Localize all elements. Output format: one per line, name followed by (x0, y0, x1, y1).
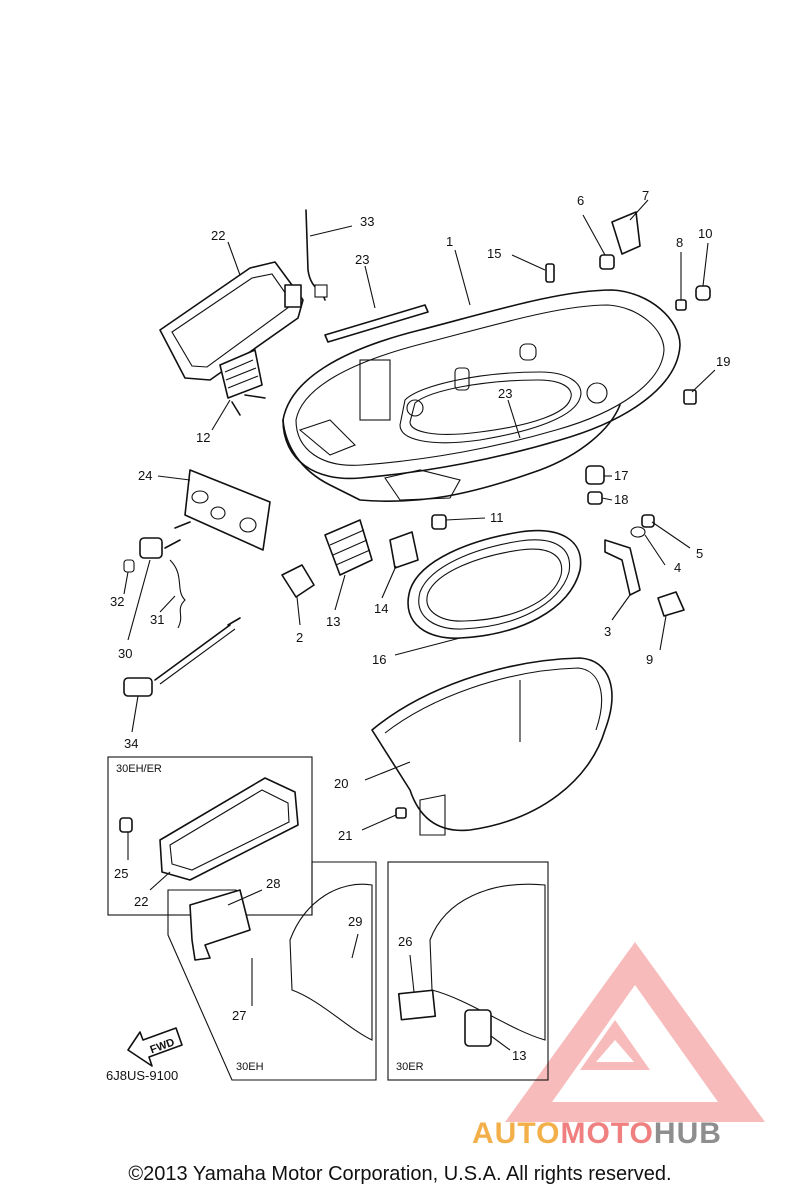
callout-24: 24 (138, 468, 152, 483)
callout-30: 30 (118, 646, 132, 661)
fwd-arrow-icon: FWD (127, 1027, 183, 1067)
brand-part-hub: HUB (653, 1117, 722, 1150)
callout-9: 9 (646, 652, 653, 667)
grommet-17 (585, 465, 605, 485)
box-title-30er: 30ER (396, 1061, 424, 1073)
kill-switch-assembly (123, 521, 191, 629)
seal-23-strip (324, 304, 429, 343)
detail-box-30er: 30ER (387, 861, 549, 1081)
callout-19: 19 (716, 354, 730, 369)
callout-32: 32 (110, 594, 124, 609)
grommet-14 (389, 531, 419, 569)
damper-9 (657, 591, 685, 617)
bracket-3 (604, 539, 641, 596)
brand-part-auto: AUTO (472, 1117, 561, 1150)
detail-box-30eh: 30EH (167, 861, 377, 1081)
callout-18: 18 (614, 492, 628, 507)
callout-26: 26 (398, 934, 412, 949)
callout-numbers: 1 2 3 4 5 6 7 8 9 10 11 12 13 14 15 16 1… (110, 188, 730, 1063)
callout-17: 17 (614, 468, 628, 483)
bolt-6 (599, 254, 615, 270)
watermark-logo (505, 942, 765, 1122)
seal-16 (407, 529, 582, 639)
callout-13-detail: 13 (512, 1048, 526, 1063)
callout-16: 16 (372, 652, 386, 667)
callout-3: 3 (604, 624, 611, 639)
callout-15: 15 (487, 246, 501, 261)
callout-23-inner: 23 (498, 386, 512, 401)
switch-12 (219, 349, 266, 416)
callout-21: 21 (338, 828, 352, 843)
box-title-30ehr: 30EH/ER (116, 763, 162, 775)
callout-31: 31 (150, 612, 164, 627)
callout-13: 13 (326, 614, 340, 629)
callout-11: 11 (490, 510, 504, 525)
callout-22-detail: 22 (134, 894, 148, 909)
pan-20 (371, 657, 613, 836)
callout-23-top: 23 (355, 252, 369, 267)
detail-box-30ehr: 30EH/ER (107, 756, 313, 916)
bolt-19 (683, 389, 697, 405)
screw-21 (395, 807, 407, 819)
callout-4: 4 (674, 560, 681, 575)
callout-25: 25 (114, 866, 128, 881)
callout-20: 20 (334, 776, 348, 791)
callout-8: 8 (676, 235, 683, 250)
callout-10: 10 (698, 226, 712, 241)
callout-6: 6 (577, 193, 584, 208)
callout-29: 29 (348, 914, 362, 929)
brand-part-moto: MOTO (560, 1117, 654, 1150)
grommet-2 (281, 564, 315, 598)
nut-5 (641, 514, 655, 528)
callout-5: 5 (696, 546, 703, 561)
watermark-brand: AUTOMOTOHUB (472, 1117, 722, 1151)
leader-lines (123, 199, 716, 831)
callout-33: 33 (360, 214, 374, 229)
nipple-15 (545, 263, 555, 283)
callout-22: 22 (211, 228, 225, 243)
figure-code: 6J8US-9100 (106, 1068, 178, 1083)
cable-34 (123, 617, 241, 697)
copyright-footer: ©2013 Yamaha Motor Corporation, U.S.A. A… (128, 1163, 672, 1185)
callout-2: 2 (296, 630, 303, 645)
collar-18 (587, 491, 603, 505)
callout-7: 7 (642, 188, 649, 203)
cover-22 (159, 261, 304, 381)
callout-28: 28 (266, 876, 280, 891)
screw-8 (675, 299, 687, 311)
nut-10 (695, 285, 711, 301)
grommet-13 (324, 519, 373, 576)
screw-11 (431, 514, 447, 530)
callout-14: 14 (374, 601, 388, 616)
bottom-cowling (282, 289, 681, 503)
plate-24 (184, 469, 271, 551)
callout-34: 34 (124, 736, 138, 751)
clip-7 (611, 211, 641, 255)
callout-27: 27 (232, 1008, 246, 1023)
washer-4 (630, 526, 646, 538)
callout-12: 12 (196, 430, 210, 445)
box-title-30eh: 30EH (236, 1061, 264, 1073)
callout-1: 1 (446, 234, 453, 249)
